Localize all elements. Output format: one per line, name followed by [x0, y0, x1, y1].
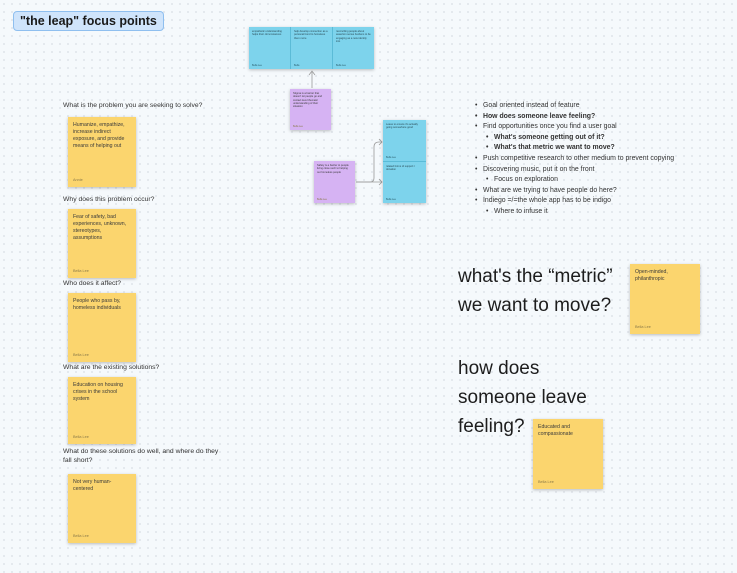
sticky-text: Stigma is a barrier that doesn't let peo… [293, 92, 322, 109]
sticky-author: Bella Lee [73, 434, 89, 439]
sticky-text: Leave to ensure it's actually going some… [386, 123, 418, 130]
bullet-item: Goal oriented instead of feature [472, 101, 692, 112]
sticky-note[interactable]: reconciling people about assertion sense… [333, 27, 374, 69]
sticky-note[interactable]: Fear of safety, bad experiences, unknown… [68, 209, 136, 278]
bullet-item: Find opportunities once you find a user … [472, 122, 692, 133]
sticky-text: help develop connection as a personal bo… [294, 30, 328, 40]
sticky-author: Bella Lee [73, 533, 89, 538]
sticky-cluster-blue[interactable]: empathetic understanding helps their cir… [249, 27, 374, 69]
bullet-item: Indiego =/=the whole app has to be indig… [472, 196, 692, 207]
sticky-author: Bella Lee [635, 324, 651, 329]
bullet-item: Discovering music, put it on the front [472, 165, 692, 176]
sticky-note[interactable]: Stigma is a barrier that doesn't let peo… [290, 89, 331, 130]
sticky-author: Bella Lee [336, 63, 346, 67]
sticky-cluster-blue-split[interactable]: Leave to ensure it's actually going some… [383, 120, 426, 203]
divider [290, 27, 291, 69]
sticky-author: Bella Lee [73, 352, 89, 357]
sticky-text: Fear of safety, bad experiences, unknown… [73, 214, 127, 242]
bullet-item: What's that metric we want to move? [472, 143, 692, 154]
bullet-item: Where to infuse it [472, 207, 692, 218]
sticky-note[interactable]: Education on housing crises in the schoo… [68, 377, 136, 444]
bullet-item: Push competitive research to other mediu… [472, 154, 692, 165]
headline-feeling[interactable]: how does someone leave feeling? [458, 358, 587, 437]
sticky-text: Education on housing crises in the schoo… [73, 382, 123, 403]
sticky-note[interactable]: Not very human-centered Bella Lee [68, 474, 136, 543]
bullet-item: What are we trying to have people do her… [472, 186, 692, 197]
headline-metric[interactable]: what's the “metric” we want to move? [458, 266, 613, 316]
divider [332, 27, 333, 69]
sticky-author: Bella Lee [293, 124, 303, 128]
notes-bullet-list[interactable]: Goal oriented instead of feature How doe… [472, 101, 692, 218]
sticky-text: People who pass by, homeless individuals [73, 298, 121, 312]
sticky-author: Bella Lee [386, 155, 396, 159]
question-solutions: What do these solutions do well, and whe… [63, 448, 219, 465]
sticky-text: Humanize, empathize, increase indirect e… [73, 122, 125, 150]
connector-line [356, 141, 382, 183]
sticky-note[interactable]: Educated and compassionate Bella Lee [533, 419, 603, 489]
sticky-note[interactable]: related forms of support / donation Bell… [383, 162, 426, 203]
divider [383, 161, 426, 162]
sticky-author: Bella Lee [386, 197, 396, 201]
sticky-author: Bella [294, 63, 300, 67]
bullet-item: What's someone getting out of it? [472, 133, 692, 144]
question-why: Why does this problem occur? [63, 196, 155, 203]
arrow-head [378, 138, 383, 146]
sticky-text: Educated and compassionate [538, 424, 573, 438]
sticky-text: Not very human-centered [73, 479, 112, 493]
sticky-author: Bella Lee [73, 268, 89, 273]
sticky-note[interactable]: empathetic understanding helps their cir… [249, 27, 290, 69]
sticky-text: related forms of support / donation [386, 165, 415, 172]
bullet-item: How does someone leave feeling? [472, 112, 692, 123]
bullet-item: Focus on exploration [472, 175, 692, 186]
sticky-note[interactable]: People who pass by, homeless individuals… [68, 293, 136, 362]
sticky-note[interactable]: help develop connection as a personal bo… [291, 27, 332, 69]
sticky-author: Bella Lee [317, 197, 327, 201]
sticky-note[interactable]: Safety is a barrier to people living clo… [314, 161, 355, 203]
sticky-author: Annie [73, 177, 83, 182]
frame-title[interactable]: "the leap" focus points [13, 11, 164, 31]
sticky-author: Bella Lee [252, 63, 262, 67]
question-problem: What is the problem you are seeking to s… [63, 102, 203, 109]
sticky-text: Safety is a barrier to people living clo… [317, 164, 349, 174]
sticky-text: Open-minded, philanthropic [635, 269, 668, 283]
question-existing: What are the existing solutions? [63, 364, 160, 371]
sticky-note[interactable]: Open-minded, philanthropic Bella Lee [630, 264, 700, 334]
sticky-author: Bella Lee [538, 479, 554, 484]
sticky-text: empathetic understanding helps their cir… [252, 30, 282, 37]
arrow-head [378, 178, 383, 186]
sticky-text: reconciling people about assertion sense… [336, 30, 371, 44]
arrow-head [308, 70, 316, 76]
sticky-note[interactable]: Humanize, empathize, increase indirect e… [68, 117, 136, 187]
question-who: Who does it affect? [63, 280, 122, 287]
sticky-note[interactable]: Leave to ensure it's actually going some… [383, 120, 426, 161]
